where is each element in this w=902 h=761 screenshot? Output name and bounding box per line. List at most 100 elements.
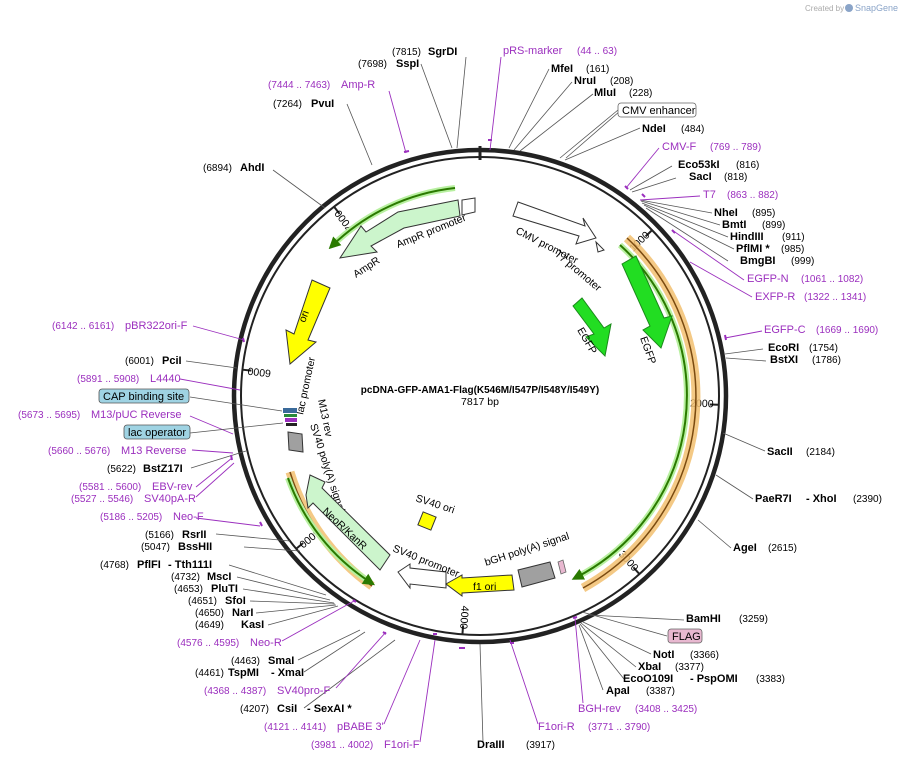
feature-neor-kanr[interactable]: NeoR/KanR <box>305 474 391 571</box>
primer-label-ebv-rev[interactable]: EBV-rev <box>152 481 193 493</box>
enzyme-label-smai[interactable]: SmaI <box>268 655 294 667</box>
primer-label-amp-r[interactable]: Amp-R <box>341 79 375 91</box>
enzyme-label-noti[interactable]: NotI <box>653 649 674 661</box>
enzyme-label-sfoi[interactable]: SfoI <box>225 595 246 607</box>
primer-label-m13-puc-reverse[interactable]: M13/pUC Reverse <box>91 409 181 421</box>
enzyme-coord: (3366) <box>690 650 719 661</box>
enzyme-label-hindiii[interactable]: HindIII <box>730 231 764 243</box>
enzyme-label-mfei[interactable]: MfeI <box>551 63 573 75</box>
enzyme-label-xhoi[interactable]: - XhoI <box>806 493 837 505</box>
enzyme-label-ecoo109i[interactable]: EcoO109I <box>623 673 673 685</box>
enzyme-coord: (4461) <box>195 668 224 679</box>
enzyme-label-nhei[interactable]: NheI <box>714 207 738 219</box>
flag-box[interactable]: FLAG <box>667 628 703 644</box>
plasmid-name: pcDNA-GFP-AMA1-Flag(K546M/I547P/I548Y/I5… <box>361 385 599 396</box>
orf-arrow-left <box>287 477 376 586</box>
feature-lac-promoter[interactable]: lac promoter <box>294 356 318 416</box>
enzyme-label-agei[interactable]: AgeI <box>733 542 757 554</box>
enzyme-label-bstxi[interactable]: BstXI <box>770 354 798 366</box>
primer-label-pbr322ori-f[interactable]: pBR322ori-F <box>125 320 188 332</box>
orf-arrow-top <box>328 187 456 250</box>
enzyme-label-tspmi[interactable]: TspMI <box>228 667 259 679</box>
box-label: CAP binding site <box>103 391 184 403</box>
enzyme-label-xbai[interactable]: XbaI <box>638 661 661 673</box>
feature-label: bGH poly(A) signal <box>483 530 571 569</box>
enzyme-label-nari[interactable]: NarI <box>232 607 253 619</box>
enzyme-coord: (4463) <box>231 656 260 667</box>
primer-label-sv40pa-r[interactable]: SV40pA-R <box>144 493 196 505</box>
primer-label-prs-marker[interactable]: pRS-marker <box>503 45 563 57</box>
feature-t7-promoter[interactable]: T7 promoter <box>552 240 605 294</box>
enzyme-label-mlui[interactable]: MluI <box>594 87 616 99</box>
enzyme-coord: (4651) <box>188 596 217 607</box>
enzyme-label-tth111i[interactable]: - Tth111I <box>168 559 212 571</box>
enzyme-coord: (2184) <box>806 447 835 458</box>
enzyme-label-sexai[interactable]: - SexAI * <box>307 703 352 715</box>
primer-label-sv40pro-f[interactable]: SV40pro-F <box>277 685 330 697</box>
enzyme-label-msci[interactable]: MscI <box>207 571 231 583</box>
primer-label-bgh-rev[interactable]: BGH-rev <box>578 703 621 715</box>
enzyme-coord: (3377) <box>675 662 704 673</box>
primer-label-exfp-r[interactable]: EXFP-R <box>755 291 795 303</box>
enzyme-label-draiii[interactable]: DraIII <box>477 739 505 751</box>
primer-label-m13-reverse[interactable]: M13 Reverse <box>121 445 186 457</box>
primer-coord: (3771 .. 3790) <box>588 722 650 733</box>
enzyme-label-csii[interactable]: CsiI <box>277 703 297 715</box>
enzyme-coord: (228) <box>629 88 652 99</box>
primer-label-f1ori-f[interactable]: F1ori-F <box>384 739 420 751</box>
enzyme-label-pflmi[interactable]: PflMI * <box>736 243 770 255</box>
cmv-enhancer-box[interactable]: CMV enhancer <box>617 102 697 118</box>
enzyme-label-ndei[interactable]: NdeI <box>642 123 666 135</box>
egfp-highlight-edge <box>582 237 697 589</box>
feature-f1-ori[interactable]: f1 ori <box>445 574 515 597</box>
feature-sv40-ori[interactable]: SV40 ori <box>414 492 456 531</box>
enzyme-label-ecori[interactable]: EcoRI <box>768 342 799 354</box>
enzyme-label-sacii[interactable]: SacII <box>767 446 793 458</box>
enzyme-label-bstz17i[interactable]: BstZ17I <box>143 463 183 475</box>
orf-arrow-right <box>571 244 688 580</box>
primer-label-l4440[interactable]: L4440 <box>150 373 181 385</box>
primer-coord: (3981 .. 4002) <box>311 740 373 751</box>
cap-binding-site-box[interactable]: CAP binding site <box>98 388 190 404</box>
enzyme-label-apai[interactable]: ApaI <box>606 685 630 697</box>
feature-label: SV40 ori <box>414 492 456 516</box>
enzyme-label-bsshii[interactable]: BssHII <box>178 541 212 553</box>
enzyme-coord: (1786) <box>812 355 841 366</box>
enzyme-label-pspomi[interactable]: - PspOMI <box>690 673 738 685</box>
primer-label-cmv-f[interactable]: CMV-F <box>662 141 697 153</box>
primer-coord: (4368 .. 4387) <box>204 686 266 697</box>
enzyme-coord: (3383) <box>756 674 785 685</box>
enzyme-label-xmai[interactable]: - XmaI <box>271 667 304 679</box>
enzyme-label-bmgbi[interactable]: BmgBI <box>740 255 775 267</box>
primer-label-f1ori-r[interactable]: F1ori-R <box>538 721 575 733</box>
enzyme-label-eco53ki[interactable]: Eco53kI <box>678 159 720 171</box>
primer-coord: (1061 .. 1082) <box>801 274 863 285</box>
enzyme-label-ahdi[interactable]: AhdI <box>240 162 264 174</box>
origin-marker <box>478 146 482 160</box>
feature-egfp-inner[interactable]: EGFP <box>572 297 612 358</box>
enzyme-label-pluti[interactable]: PluTI <box>211 583 238 595</box>
enzyme-label-rsrii[interactable]: RsrII <box>182 529 206 541</box>
primer-label-neo-r[interactable]: Neo-R <box>250 637 282 649</box>
enzyme-label-pcii[interactable]: PciI <box>162 355 182 367</box>
enzyme-label-kasi[interactable]: KasI <box>241 619 264 631</box>
primer-label-pbabe-3[interactable]: pBABE 3' <box>337 721 384 733</box>
primer-label-neo-f[interactable]: Neo-F <box>173 511 204 523</box>
feature-ori[interactable]: ori <box>285 279 331 365</box>
enzyme-label-sgrdi[interactable]: SgrDI <box>428 46 457 58</box>
lac-operator-box[interactable]: lac operator <box>123 424 191 440</box>
enzyme-label-nrui[interactable]: NruI <box>574 75 596 87</box>
enzyme-label-bamhi[interactable]: BamHI <box>686 613 721 625</box>
primer-label-t7[interactable]: T7 <box>703 189 716 201</box>
primer-label-egfp-n[interactable]: EGFP-N <box>747 273 789 285</box>
primer-coord: (7444 .. 7463) <box>268 80 330 91</box>
enzyme-label-pflfi[interactable]: PflFI <box>137 559 161 571</box>
enzyme-label-pvui[interactable]: PvuI <box>311 98 334 110</box>
enzyme-label-saci[interactable]: SacI <box>689 171 712 183</box>
enzyme-coord: (895) <box>752 208 775 219</box>
enzyme-label-sspi[interactable]: SspI <box>396 58 419 70</box>
bp-tick <box>295 542 304 550</box>
enzyme-label-paer7i[interactable]: PaeR7I <box>755 493 792 505</box>
enzyme-label-bmti[interactable]: BmtI <box>722 219 746 231</box>
primer-label-egfp-c[interactable]: EGFP-C <box>764 324 806 336</box>
